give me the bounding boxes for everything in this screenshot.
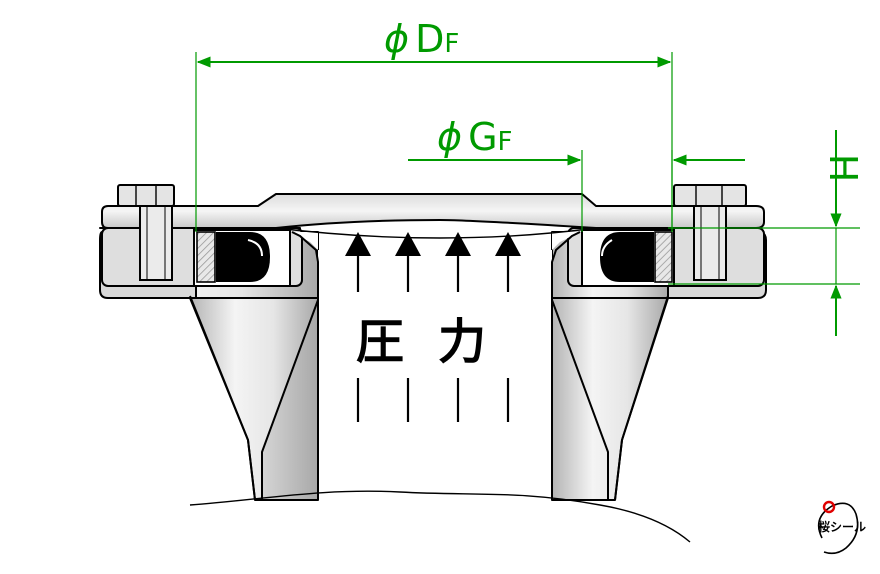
pressure-arrow [395,232,421,422]
hub-right-outer [614,295,669,501]
bolt-left [117,184,175,281]
pressure-arrow [495,232,521,422]
pressure-arrow [445,232,471,422]
bolt-right [673,184,747,281]
logo-text: 桜シール [818,519,866,534]
ground-break-line [190,491,690,570]
hub-left-outer [189,295,256,501]
oring-right [600,232,654,282]
pressure-label-1: 圧 [356,314,404,370]
pressure-arrows [345,232,521,422]
bore [292,232,580,500]
pressure-label-2: 力 [438,314,486,370]
logo-red-mark [822,500,836,514]
oring-left [216,232,270,282]
cover-plate [101,193,765,229]
logo-swirl [817,502,859,555]
oring-right-highlight [601,239,613,257]
bore-left-wall [291,231,319,500]
cover-plate-inner-line [275,227,597,239]
h-label: H [821,154,865,183]
pressure-arrow [345,232,371,422]
oring-left-highlight [247,239,263,257]
backup-ring-right [654,231,673,283]
backup-ring-left [196,231,216,283]
sakura-seal-logo: 桜シール [817,500,866,555]
bore-right-wall [551,231,581,500]
break-line [189,490,691,543]
